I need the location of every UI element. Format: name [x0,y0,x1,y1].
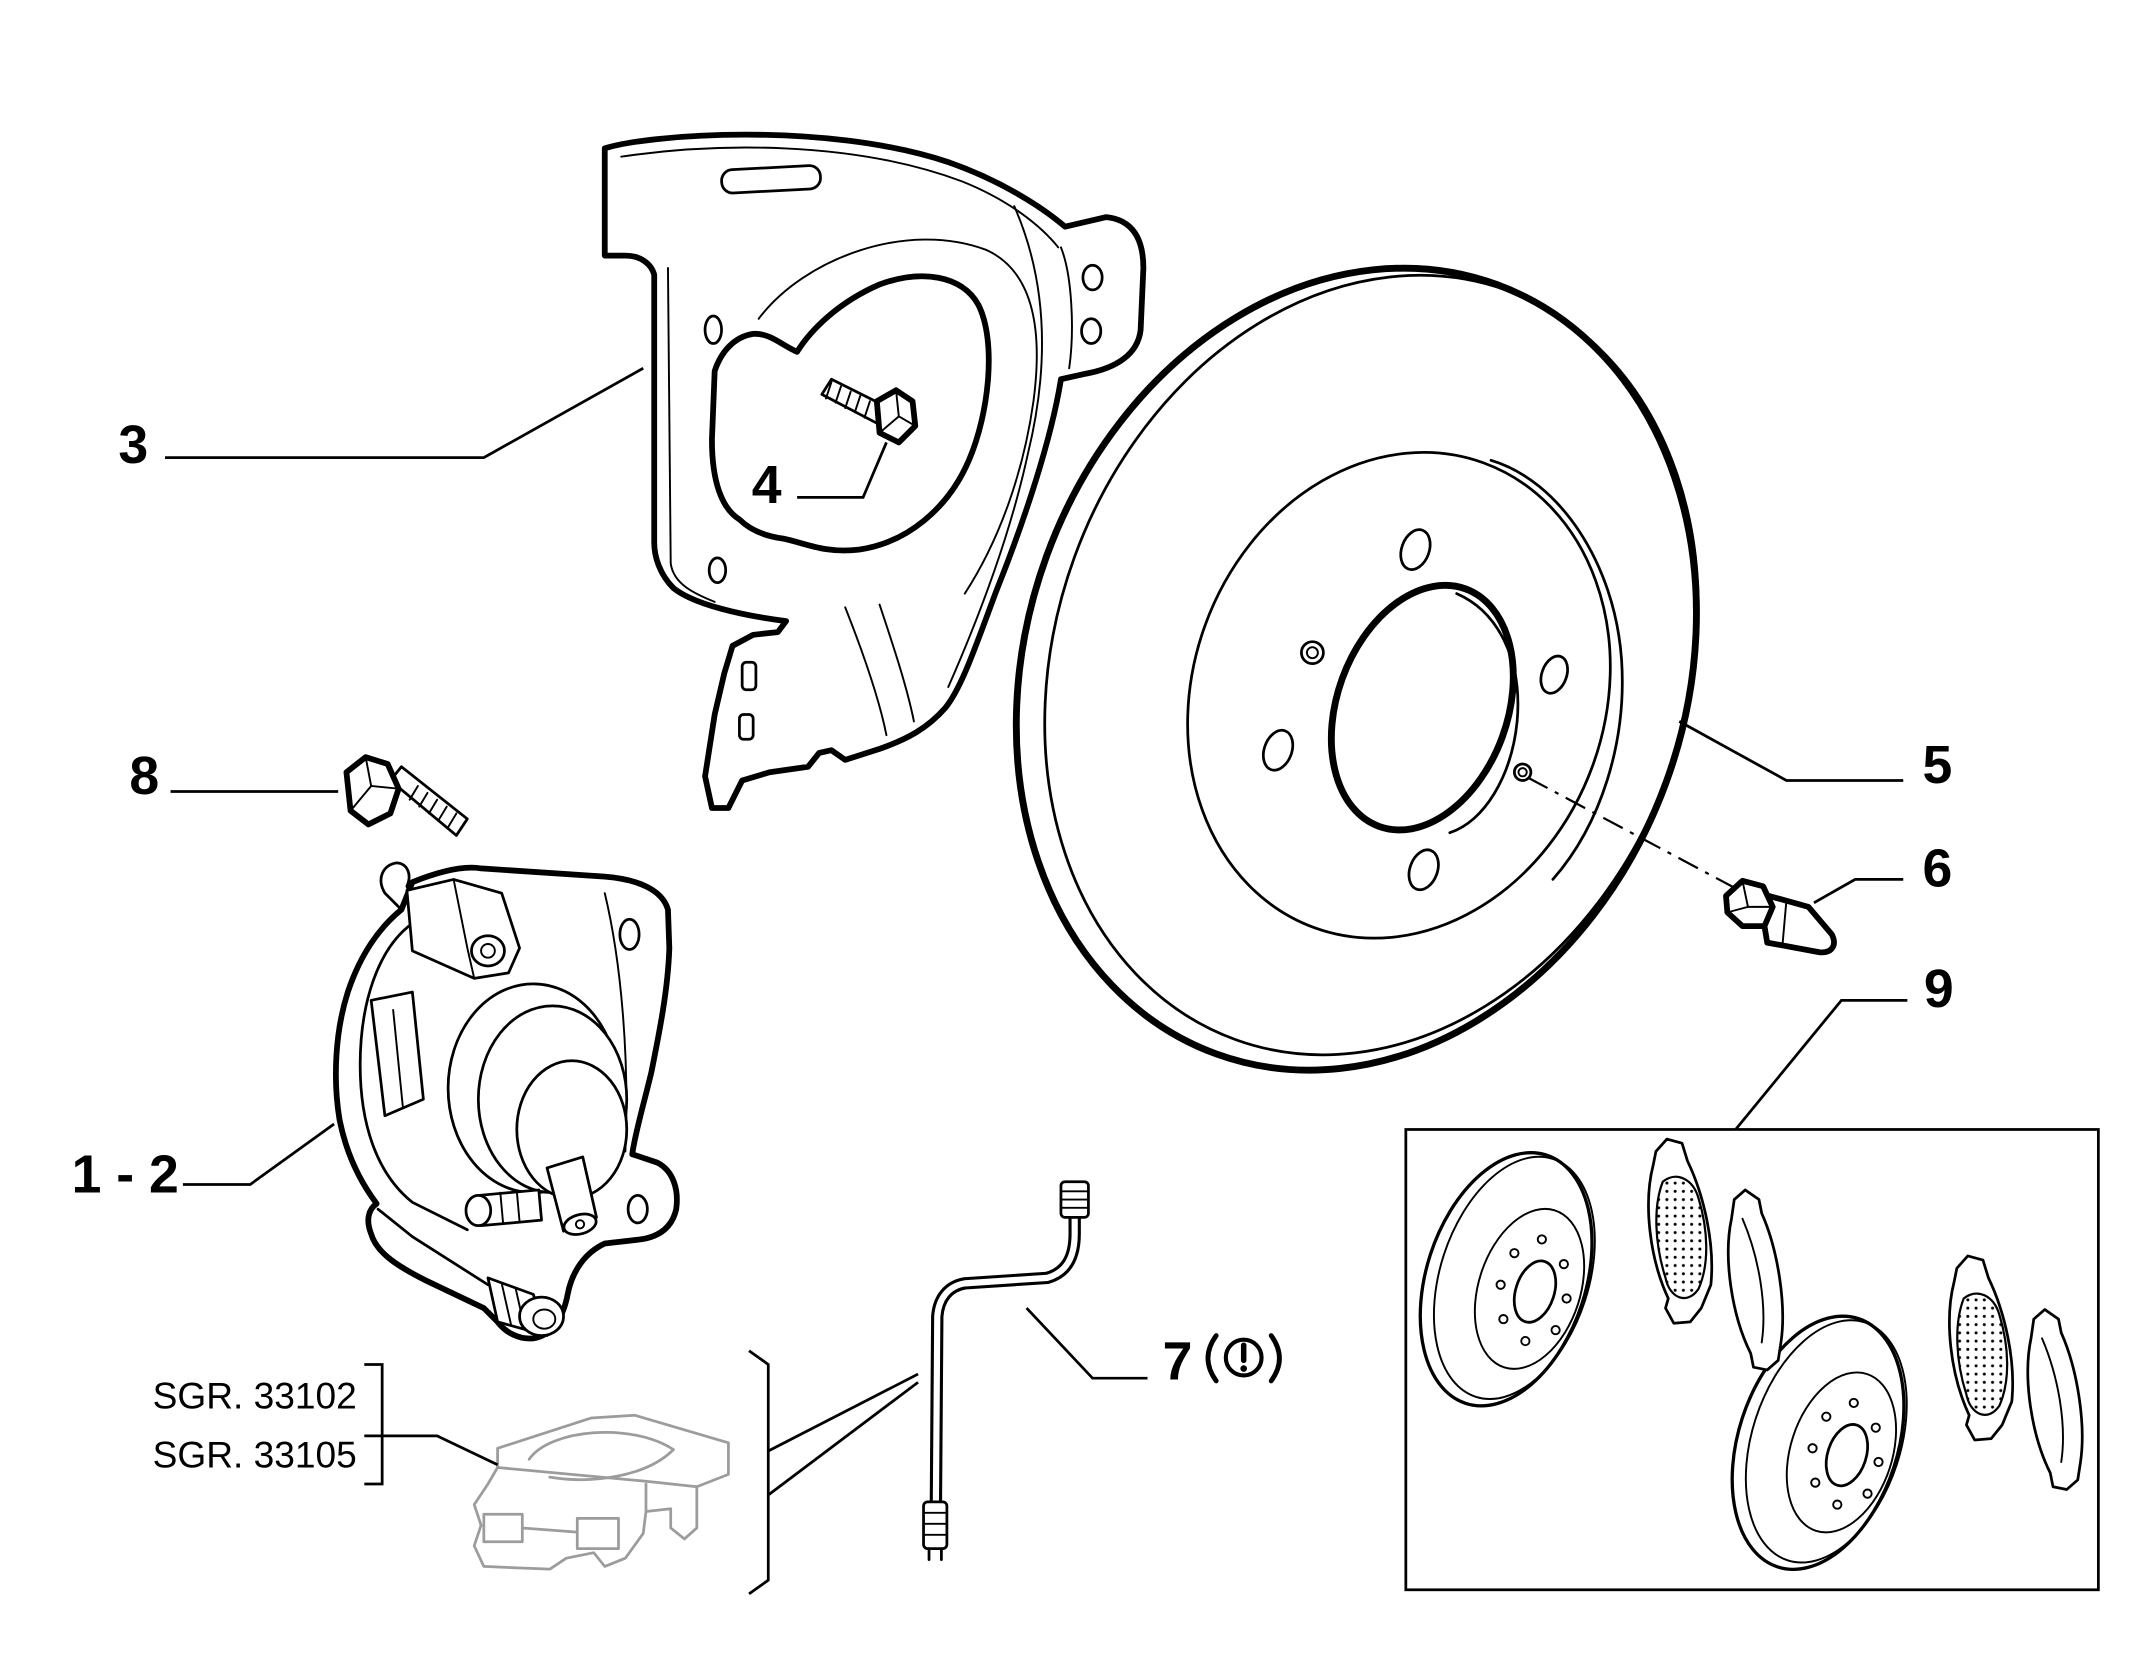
wear-sensor-wire-7 [922,1180,1090,1561]
leader-line-7 [1025,1307,1148,1380]
caliper-ear-hole [618,917,641,951]
cross-reference-2[interactable]: SGR. 33105 [153,1434,357,1476]
brake-warning-icon [1205,1333,1282,1384]
plate-slot [720,164,822,195]
wheel-bolt-hole [1261,728,1295,772]
kit-disc-a [1418,1151,1596,1408]
caliper-ear-hole [626,1194,649,1225]
callout-9[interactable]: 9 [1924,959,1954,1019]
plate-hole [1080,317,1103,345]
kit-illustration-box [1404,1128,2100,1592]
sensor-connector-bottom [922,1500,949,1550]
leader-line-5 [1678,720,1904,782]
guide-pin-bolt-top [470,934,506,968]
plate-hole [1081,263,1104,292]
bolt-8 [343,754,469,837]
optional-part-pointer [767,1372,919,1453]
callout-1-2[interactable]: 1 - 2 [72,1145,179,1205]
leader-line-3 [165,367,644,459]
leader-line-1-2 [182,1122,335,1186]
threaded-hole [1300,640,1325,666]
brake-caliper [333,861,680,1342]
brake-disc-5 [1012,264,1700,1074]
leader-line-4 [797,441,888,499]
plate-center-opening [709,273,992,554]
assembly-axis-line [1527,776,1735,889]
kit-pad-front-a [1647,1137,1714,1325]
callout-7[interactable]: 7 [1163,1332,1193,1392]
wheel-bolt-hole [1407,848,1440,892]
kit-pad-front-b [1948,1254,2015,1442]
optional-part-bracket [748,1349,770,1596]
plate-tab-slot [738,713,755,741]
kit-pad-back-b [2026,1308,2084,1491]
wheel-bolt-hole [1539,654,1569,695]
reference-leader [364,1434,499,1466]
disc-hat [1186,451,1612,940]
plate-hole [703,314,723,345]
callout-3[interactable]: 3 [118,415,148,475]
callout-6[interactable]: 6 [1922,838,1952,898]
caliper-spring-clip [379,861,414,912]
leader-line-9 [1734,998,1908,1131]
disc-center-bore [1327,581,1517,834]
plate-tab-slot [740,660,758,692]
guide-pin-bottom [376,1207,565,1337]
locating-screw-hole [1513,762,1533,782]
callout-5[interactable]: 5 [1922,735,1952,795]
callout-4[interactable]: 4 [752,455,782,515]
plate-hole [707,556,728,584]
wheel-bolt-hole [1399,528,1432,571]
brake-pad-edge [369,990,425,1118]
leader-line-6 [1813,878,1904,904]
reference-bracket [364,1363,384,1486]
brake-line-inlet [545,1155,598,1233]
bolt-4 [820,377,919,446]
caliper-support-bracket-reference [472,1413,730,1571]
locating-screw-6 [1723,877,1837,956]
optional-part-pointer [767,1381,919,1497]
callout-8[interactable]: 8 [129,746,159,806]
kit-pad-back-a [1726,1188,1784,1372]
cross-reference-1[interactable]: SGR. 33102 [153,1374,357,1416]
kit-disc-b [1730,1314,1908,1571]
bleed-screw [464,1188,543,1228]
